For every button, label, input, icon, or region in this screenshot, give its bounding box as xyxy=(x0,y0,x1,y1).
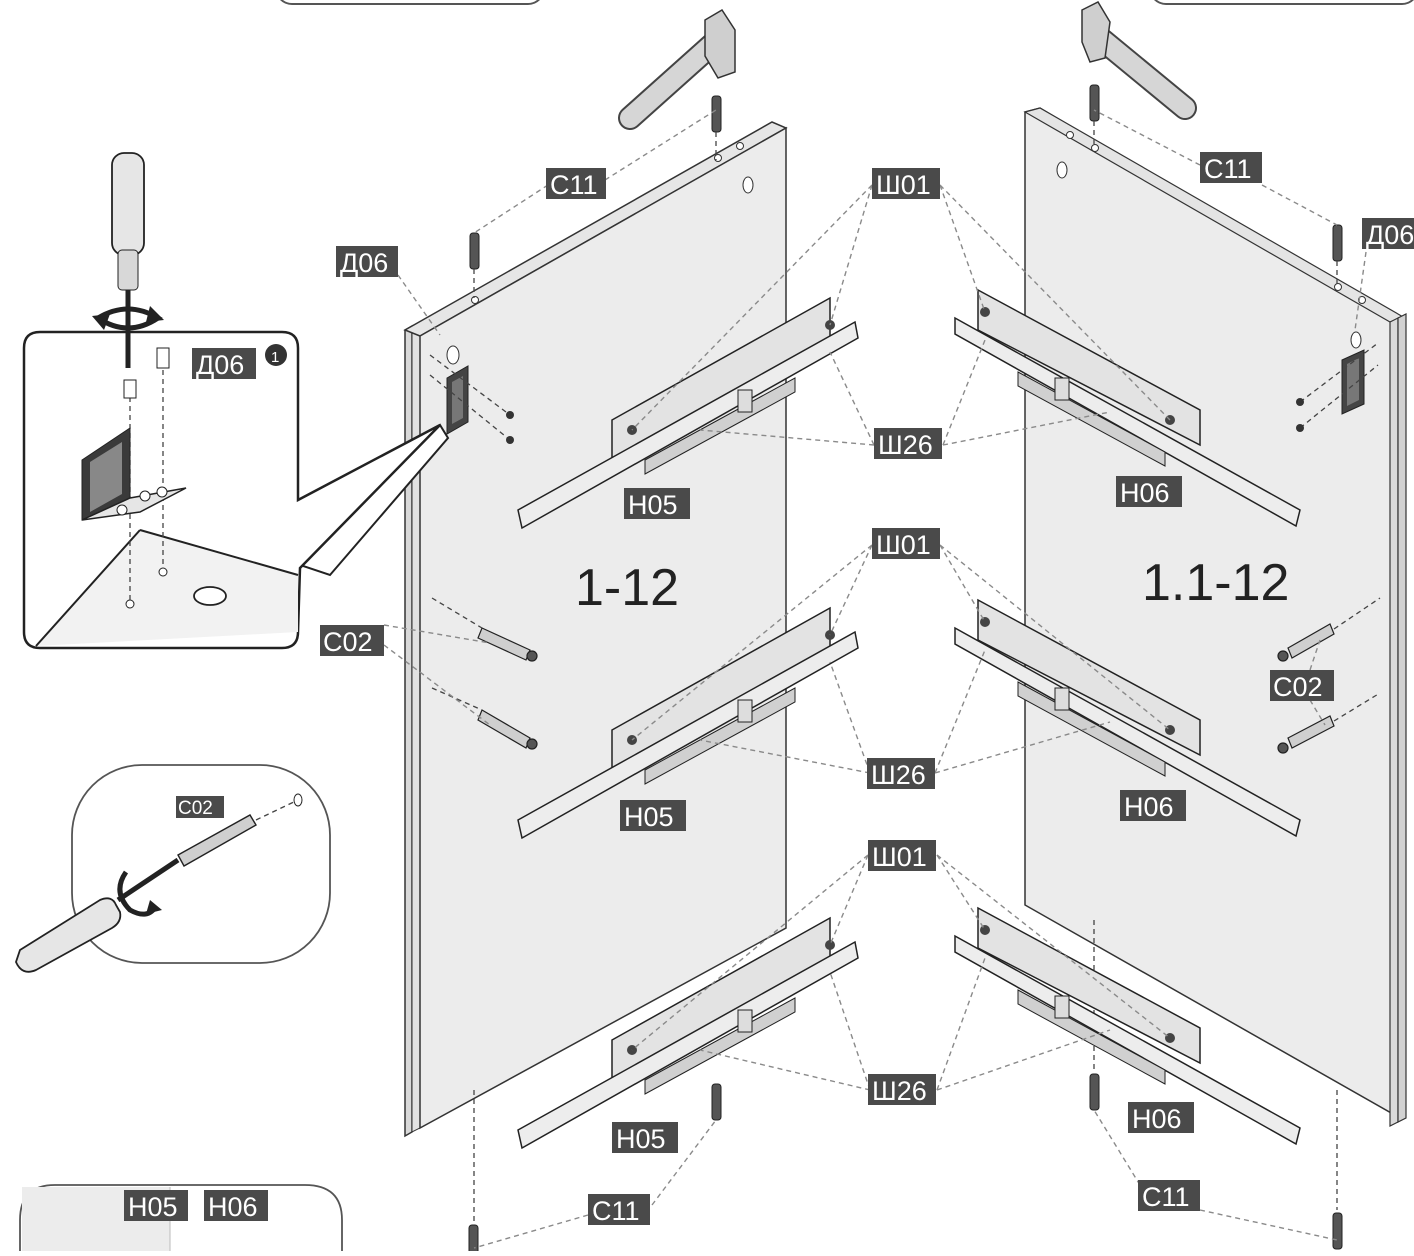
label-c11: C11 xyxy=(588,1194,650,1226)
svg-text:C02: C02 xyxy=(1273,672,1323,702)
svg-text:Ш26: Ш26 xyxy=(872,1076,927,1106)
label-c11: C11 xyxy=(1200,152,1262,184)
label-c11: C11 xyxy=(546,168,606,200)
label-d06: Д06 xyxy=(1362,218,1414,250)
label-h06: H06 xyxy=(204,1190,268,1222)
label-sh01: Ш01 xyxy=(872,528,940,560)
svg-text:H05: H05 xyxy=(128,1192,178,1222)
panel-number-right: 1.1-12 xyxy=(1142,554,1289,612)
label-h05: H05 xyxy=(620,800,686,832)
svg-text:H06: H06 xyxy=(1120,478,1170,508)
svg-text:Д06: Д06 xyxy=(196,350,244,380)
label-d06: Д06 xyxy=(336,246,398,278)
label-sh26: Ш26 xyxy=(874,428,942,460)
detail-callout-bracket xyxy=(22,330,450,650)
label-h06: H06 xyxy=(1128,1102,1194,1134)
svg-text:C02: C02 xyxy=(323,627,373,657)
label-c02: C02 xyxy=(1270,670,1334,702)
drawer-runner-icon xyxy=(517,606,859,840)
detail-callout-cam-bolt xyxy=(15,764,331,973)
svg-text:Ш26: Ш26 xyxy=(871,760,926,790)
svg-text:Ш01: Ш01 xyxy=(872,842,927,872)
label-d06: Д06 xyxy=(192,348,256,380)
svg-text:H06: H06 xyxy=(1124,792,1174,822)
label-c02-detail: C02 xyxy=(176,796,224,819)
top-frame-left xyxy=(279,0,541,5)
label-h05: H05 xyxy=(124,1190,188,1222)
drawer-runner-icon xyxy=(517,296,859,530)
svg-text:C11: C11 xyxy=(1204,154,1252,184)
rotate-arrow-icon xyxy=(117,870,162,917)
svg-text:Д06: Д06 xyxy=(1366,220,1414,250)
label-sh26: Ш26 xyxy=(867,758,935,790)
label-h05: H05 xyxy=(624,488,690,520)
svg-text:Ш26: Ш26 xyxy=(878,430,933,460)
label-sh26: Ш26 xyxy=(868,1074,936,1106)
rotate-arrow-icon xyxy=(92,306,164,331)
leader-lines xyxy=(383,109,1367,1249)
panel-number-left: 1-12 xyxy=(575,559,679,617)
svg-text:Ш01: Ш01 xyxy=(876,170,931,200)
svg-text:H05: H05 xyxy=(616,1124,666,1154)
label-h06: H06 xyxy=(1120,790,1186,822)
step-number-badge: 1 xyxy=(265,344,287,366)
svg-text:1: 1 xyxy=(271,349,279,366)
svg-text:C11: C11 xyxy=(1142,1182,1190,1212)
label-sh01: Ш01 xyxy=(868,840,936,872)
svg-text:C11: C11 xyxy=(592,1196,640,1226)
svg-text:Д06: Д06 xyxy=(340,248,388,278)
right-panel xyxy=(1023,107,1407,1127)
label-c11: C11 xyxy=(1138,1180,1200,1212)
cam-bolt-icon xyxy=(477,623,1335,754)
svg-text:H06: H06 xyxy=(208,1192,258,1222)
drawer-runner-icon xyxy=(954,288,1301,528)
top-frame-right xyxy=(1153,0,1414,5)
drawer-runner-icon xyxy=(954,598,1301,838)
screwdriver-icon xyxy=(111,152,145,368)
svg-text:Ш01: Ш01 xyxy=(876,530,931,560)
svg-text:H05: H05 xyxy=(628,490,678,520)
hammer-icon xyxy=(618,8,736,130)
svg-text:C02: C02 xyxy=(178,798,213,819)
hammer-icon xyxy=(1081,1,1197,120)
drawer-runner-icon xyxy=(517,916,859,1150)
label-c02: C02 xyxy=(320,625,384,657)
label-h06: H06 xyxy=(1116,476,1182,508)
svg-text:H05: H05 xyxy=(624,802,674,832)
bracket-icon xyxy=(1296,342,1379,432)
label-h05: H05 xyxy=(612,1122,678,1154)
label-sh01: Ш01 xyxy=(872,168,940,200)
svg-text:H06: H06 xyxy=(1132,1104,1182,1134)
svg-text:C11: C11 xyxy=(550,170,598,200)
bracket-icon xyxy=(429,354,514,444)
dowel-icon xyxy=(468,84,1343,1256)
